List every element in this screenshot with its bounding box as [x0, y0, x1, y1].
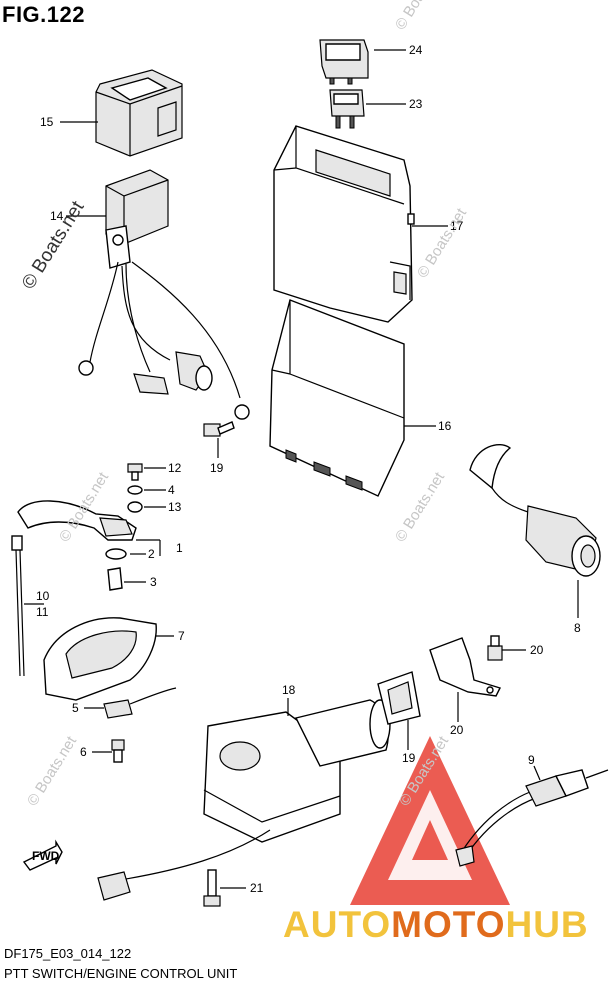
callout-11: 11 — [36, 605, 49, 619]
fwd-label: FWD — [32, 849, 60, 863]
part-7-switch-cover — [43, 617, 157, 701]
figure-caption: PTT SWITCH/ENGINE CONTROL UNIT — [4, 966, 238, 981]
callout-9: 9 — [528, 753, 535, 767]
callout-13: 13 — [168, 500, 182, 514]
brand-part-hub: HUB — [505, 904, 589, 945]
figure-title: FIG.122 — [2, 2, 85, 27]
figure-code: DF175_E03_014_122 — [4, 946, 132, 961]
part-9-connector-harness — [455, 769, 609, 867]
callout-10: 10 — [36, 589, 50, 603]
callout-8: 8 — [574, 621, 581, 635]
part-5-trim-switch — [103, 687, 177, 719]
part-4-washer — [127, 485, 143, 495]
callout-labels: 24 23 15 14 17 16 19 12 4 13 1 2 3 10 11… — [36, 43, 581, 895]
callout-23: 23 — [409, 97, 423, 111]
part-20-bracket — [429, 637, 501, 697]
part-17-engine-control-unit — [273, 125, 415, 323]
part-14-module-harness — [78, 169, 250, 420]
part-6-screw — [111, 739, 125, 763]
callout-5: 5 — [72, 701, 79, 715]
brand-part-auto: AUTO — [283, 904, 392, 945]
callout-6: 6 — [80, 745, 87, 759]
part-12-screw — [127, 463, 143, 481]
part-10-cable-tie — [11, 535, 25, 677]
brand-wordmark: AUTOMOTOHUB — [283, 904, 589, 946]
fwd-arrow-icon: FWD — [22, 839, 63, 871]
leader-lines — [24, 49, 579, 889]
callout-12: 12 — [168, 461, 182, 475]
part-8-switch-connector — [469, 443, 601, 577]
callout-21: 20 — [530, 643, 544, 657]
callout-14: 14 — [50, 209, 64, 223]
part-22-bolt — [203, 869, 221, 907]
part-1-ptt-switch-assembly — [17, 500, 137, 591]
part-16-engine-control-unit — [269, 299, 405, 497]
callout-24: 24 — [409, 43, 423, 57]
callout-15: 15 — [40, 115, 54, 129]
part-15-connector-housing — [95, 69, 183, 157]
part-24-relay — [319, 39, 369, 85]
callout-18: 18 — [282, 683, 296, 697]
callout-2: 2 — [148, 547, 155, 561]
callout-19-upper: 19 — [210, 461, 224, 475]
part-13-grommet — [127, 501, 143, 513]
callout-1: 1 — [176, 541, 183, 555]
callout-16: 16 — [438, 419, 452, 433]
part-19-grommet — [377, 671, 421, 725]
callout-7: 7 — [178, 629, 185, 643]
callout-19-lower: 19 — [402, 751, 416, 765]
callout-20: 20 — [450, 723, 464, 737]
part-21-bolt — [487, 635, 503, 661]
part-23-relay — [329, 89, 365, 129]
callout-4: 4 — [168, 483, 175, 497]
callout-3: 3 — [150, 575, 157, 589]
callout-22: 21 — [250, 881, 264, 895]
part-19-bolt-upper — [203, 421, 235, 437]
part-18-ptt-motor — [97, 699, 391, 901]
brand-part-moto: MOTO — [391, 904, 506, 945]
callout-17: 17 — [450, 219, 464, 233]
